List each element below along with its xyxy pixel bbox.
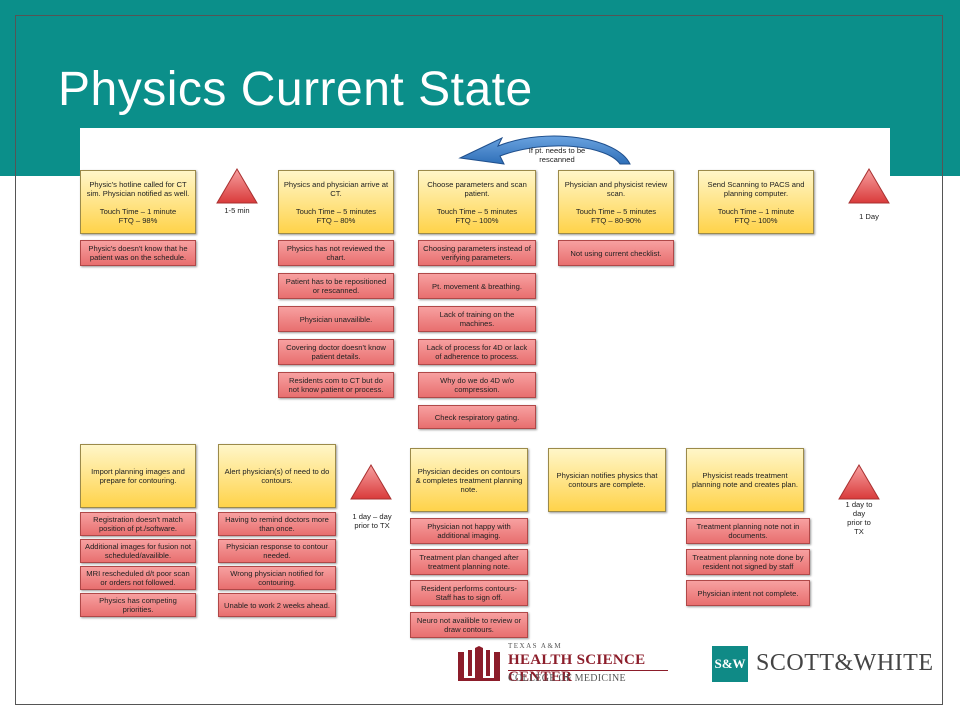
scott-white-logo: S&W SCOTT&WHITE xyxy=(712,644,933,684)
issue-box: Covering doctor doesn't know patient det… xyxy=(278,339,394,365)
issue-box: Unable to work 2 weeks ahead. xyxy=(218,593,336,617)
issue-box: Not using current checklist. xyxy=(558,240,674,266)
issue-box: Pt. movement & breathing. xyxy=(418,273,536,299)
issue-box: Physics has not reviewed the chart. xyxy=(278,240,394,266)
delay-label: 1 day to day prior to TX xyxy=(845,500,873,536)
issue-box: Having to remind doctors more than once. xyxy=(218,512,336,536)
issue-box: Lack of process for 4D or lack of adhere… xyxy=(418,339,536,365)
delay-label: 1 day – day prior to TX xyxy=(352,512,392,530)
tamhsc-college: COLLEGE OF MEDICINE xyxy=(508,673,626,684)
process-step: Physician decides on contours & complete… xyxy=(410,448,528,512)
scott-white-emblem-icon: S&W xyxy=(712,646,748,682)
process-step: Physic's hotline called for CT sim. Phys… xyxy=(80,170,196,234)
issue-box: Why do we do 4D w/o compression. xyxy=(418,372,536,398)
slide-frame xyxy=(15,15,943,705)
process-step: Alert physician(s) of need to do contour… xyxy=(218,444,336,508)
issue-box: Resident performs contours- Staff has to… xyxy=(410,580,528,606)
process-diagram-panel: If pt. needs to be rescanned Physic's ho… xyxy=(80,128,890,638)
delay-triangle-icon xyxy=(848,168,890,204)
issue-box: Physician not happy with additional imag… xyxy=(410,518,528,544)
delay-triangle-icon xyxy=(216,168,258,204)
delay-triangle-icon xyxy=(350,464,392,500)
issue-box: MRI rescheduled d/t poor scan or orders … xyxy=(80,566,196,590)
issue-box: Lack of training on the machines. xyxy=(418,306,536,332)
issue-box: Check respiratory gating. xyxy=(418,405,536,429)
tamhsc-divider xyxy=(508,670,668,671)
issue-box: Physician response to contour needed. xyxy=(218,539,336,563)
issue-box: Additional images for fusion not schedul… xyxy=(80,539,196,563)
issue-box: Residents com to CT but do not know pati… xyxy=(278,372,394,398)
issue-box: Registration doesn't match position of p… xyxy=(80,512,196,536)
issue-box: Physician intent not complete. xyxy=(686,580,810,606)
delay-label: 1-5 min xyxy=(224,206,250,215)
issue-box: Neuro not availible to review or draw co… xyxy=(410,612,528,638)
scott-white-wordmark: SCOTT&WHITE xyxy=(756,650,934,676)
process-step: Physicist reads treatment planning note … xyxy=(686,448,804,512)
issue-box: Treatment plan changed after treatment p… xyxy=(410,549,528,575)
tamhsc-emblem-icon xyxy=(458,646,500,681)
process-step: Physician notifies physics that contours… xyxy=(548,448,666,512)
issue-box: Wrong physician notified for contouring. xyxy=(218,566,336,590)
tamhsc-small-text: TEXAS A&M xyxy=(508,642,563,650)
process-step: Physician and physicist review scan. Tou… xyxy=(558,170,674,234)
rescan-label: If pt. needs to be rescanned xyxy=(528,146,586,164)
issue-box: Patient has to be repositioned or rescan… xyxy=(278,273,394,299)
issue-box: Treatment planning note not in documents… xyxy=(686,518,810,544)
process-step: Physics and physician arrive at CT. Touc… xyxy=(278,170,394,234)
issue-box: Physician unavailible. xyxy=(278,306,394,332)
rescan-arrow-icon xyxy=(458,135,631,165)
delay-triangle-icon xyxy=(838,464,880,500)
process-step: Send Scanning to PACS and planning compu… xyxy=(698,170,814,234)
page-title: Physics Current State xyxy=(58,63,533,116)
process-step: Import planning images and prepare for c… xyxy=(80,444,196,508)
issue-box: Physic's doesn't know that he patient wa… xyxy=(80,240,196,266)
issue-box: Physics has competing priorities. xyxy=(80,593,196,617)
issue-box: Treatment planning note done by resident… xyxy=(686,549,810,575)
tamhsc-logo: TEXAS A&M HEALTH SCIENCE CENTER COLLEGE … xyxy=(456,642,668,686)
delay-label: 1 Day xyxy=(859,212,879,221)
tamhsc-name: HEALTH SCIENCE CENTER xyxy=(508,652,646,685)
process-step: Choose parameters and scan patient. Touc… xyxy=(418,170,536,234)
issue-box: Choosing parameters instead of verifying… xyxy=(418,240,536,266)
